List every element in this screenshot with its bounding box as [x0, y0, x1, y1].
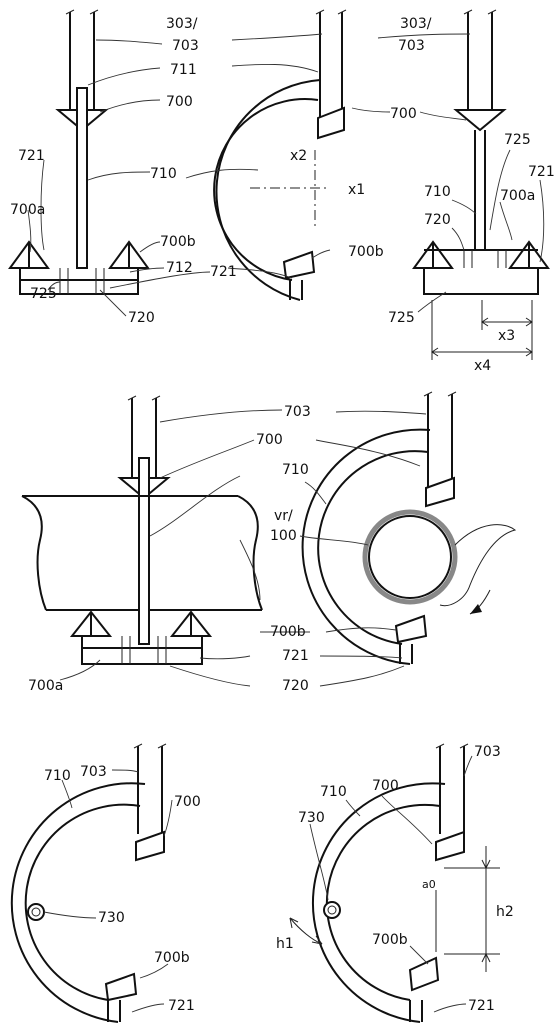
label-700a: 700a — [500, 188, 535, 204]
label-x3: x3 — [498, 328, 515, 344]
fig3-side-view-pivot — [10, 743, 167, 1023]
label-720: 720 — [282, 678, 309, 694]
vessel-left-end — [21, 495, 47, 611]
upper-jaw-700 — [453, 109, 507, 132]
label-725: 725 — [388, 310, 415, 326]
upper-jaw-700 — [435, 830, 465, 862]
vessel-wall-section — [362, 509, 458, 605]
arc-710-inner — [24, 803, 141, 1001]
label-h2: h2 — [496, 904, 514, 920]
reference-labels: 303/ 703 711 700 721 710 700a 700b 712 7… — [10, 16, 555, 1014]
fig3-leader-lines — [43, 769, 173, 1013]
label-700b: 700b — [270, 624, 306, 640]
arc-710-outer — [215, 79, 321, 301]
label-a0: a0 — [422, 878, 436, 891]
label-711: 711 — [170, 62, 197, 78]
pivot-730 — [27, 903, 45, 921]
label-703: 703 — [80, 764, 107, 780]
label-721: 721 — [18, 148, 45, 164]
label-710: 710 — [424, 184, 451, 200]
label-710: 710 — [282, 462, 309, 478]
fig2-right-side-view — [301, 391, 517, 665]
arc-710-outer — [311, 782, 446, 1023]
arc-710-inner — [317, 450, 429, 645]
vessel-lumen — [368, 515, 452, 599]
label-730: 730 — [98, 910, 125, 926]
label-700b: 700b — [372, 932, 408, 948]
upper-jaw-700 — [317, 106, 345, 140]
label-x1: x1 — [348, 182, 365, 198]
label-303: 303/ — [166, 16, 198, 32]
label-725: 725 — [30, 286, 57, 302]
rod-710 — [76, 87, 88, 269]
label-x4: x4 — [474, 358, 491, 374]
label-703: 703 — [172, 38, 199, 54]
rotation-arrow — [470, 604, 482, 614]
label-703: 703 — [398, 38, 425, 54]
label-700b: 700b — [348, 244, 384, 260]
lower-jaw-700b — [408, 956, 440, 992]
label-710: 710 — [320, 784, 347, 800]
arc-710-inner — [325, 803, 441, 1001]
upper-jaw-700 — [135, 830, 165, 862]
fig2-leader-lines — [59, 409, 427, 687]
fig2-left-front-view — [21, 395, 263, 665]
label-721: 721 — [528, 164, 555, 180]
label-720: 720 — [128, 310, 155, 326]
fig1-left-front-view — [8, 9, 150, 295]
label-721: 721 — [168, 998, 195, 1014]
label-700a: 700a — [28, 678, 63, 694]
rotation-h1 — [289, 917, 323, 945]
fig1-middle-side-view — [213, 9, 347, 301]
label-700: 700 — [256, 432, 283, 448]
label-100: 100 — [270, 528, 297, 544]
label-x2: x2 — [290, 148, 307, 164]
label-700b: 700b — [154, 950, 190, 966]
base-720 — [81, 636, 203, 665]
label-710: 710 — [150, 166, 177, 182]
fig1-right-front-view — [412, 9, 550, 360]
lower-jaw-700b — [282, 250, 316, 280]
label-h1: h1 — [276, 936, 294, 952]
lower-jaw-700b — [394, 614, 428, 644]
label-720: 720 — [424, 212, 451, 228]
label-700a: 700a — [10, 202, 45, 218]
label-703: 703 — [474, 744, 501, 760]
label-725: 725 — [504, 132, 531, 148]
label-730: 730 — [298, 810, 325, 826]
label-703: 703 — [284, 404, 311, 420]
label-712: 712 — [166, 260, 193, 276]
arc-710-inner — [213, 98, 319, 281]
rod-710 — [138, 457, 150, 645]
fig4-side-view-dimensions — [289, 743, 500, 1023]
arc-710-outer — [10, 782, 146, 1023]
pivot-730 — [323, 901, 341, 919]
fig4-leader-lines — [309, 755, 473, 1013]
label-721: 721 — [282, 648, 309, 664]
label-700: 700 — [390, 106, 417, 122]
lower-jaw-700b — [104, 972, 138, 1002]
label-710: 710 — [44, 768, 71, 784]
label-700: 700 — [174, 794, 201, 810]
label-721: 721 — [210, 264, 237, 280]
label-700: 700 — [166, 94, 193, 110]
label-vr: vr/ — [274, 508, 293, 524]
vessel-right-end — [237, 495, 263, 611]
label-700b: 700b — [160, 234, 196, 250]
fig1-leader-lines — [27, 33, 545, 317]
label-721: 721 — [468, 998, 495, 1014]
label-700: 700 — [372, 778, 399, 794]
label-303: 303/ — [400, 16, 432, 32]
upper-jaw-700 — [425, 476, 455, 508]
base-720 — [423, 268, 539, 295]
